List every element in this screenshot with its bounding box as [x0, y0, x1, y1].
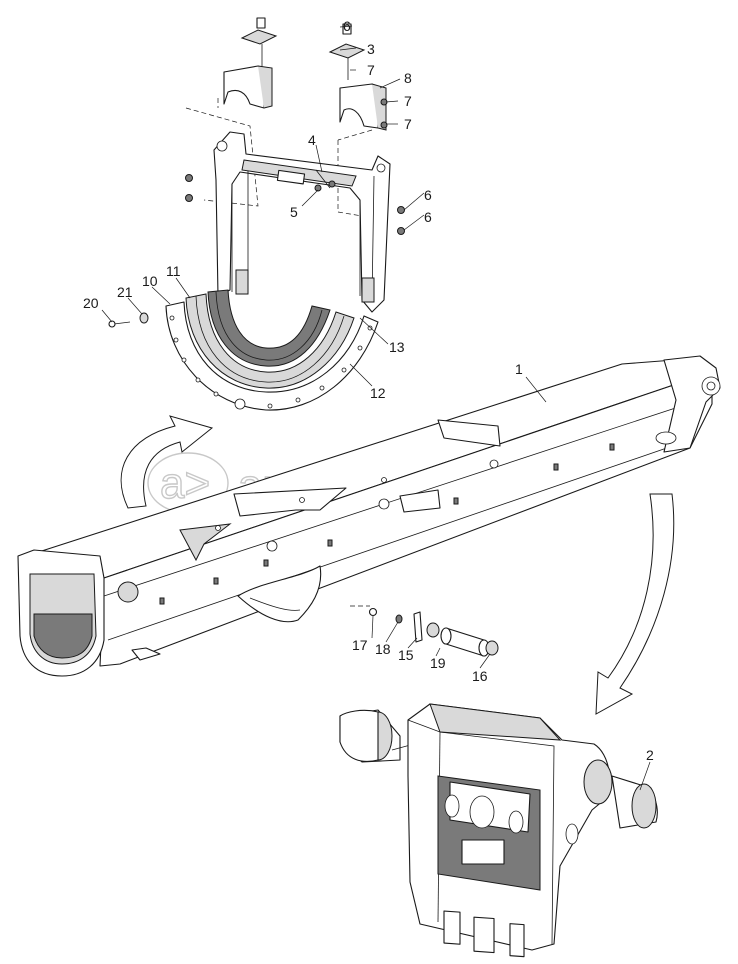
- washer-icon: [139, 312, 149, 324]
- pivot-hole-icon: [701, 376, 721, 396]
- bushing-icon: [631, 783, 657, 829]
- callout-2: 2: [646, 747, 654, 763]
- rotation-arrow-left-icon: [120, 415, 214, 509]
- nut-icon: [380, 121, 388, 129]
- nut-icon: [397, 206, 405, 214]
- callout-3: 3: [367, 41, 375, 57]
- top-bracket-left: [223, 17, 278, 109]
- callout-4: 4: [308, 132, 316, 148]
- callout-12: 12: [370, 385, 386, 401]
- callout-18: 18: [375, 641, 391, 657]
- callout-6: 6: [424, 209, 432, 225]
- callout-8: 8: [404, 70, 412, 86]
- callout-7: 7: [404, 116, 412, 132]
- callout-6: 6: [424, 187, 432, 203]
- callout-17: 17: [352, 637, 368, 653]
- callout-10: 10: [142, 273, 158, 289]
- callout-21: 21: [117, 284, 133, 300]
- ring-icon: [426, 622, 440, 638]
- pin-assembly: [368, 607, 499, 657]
- callout-1: 1: [515, 361, 523, 377]
- callout-11: 11: [166, 263, 181, 279]
- pin-icon: [328, 180, 336, 188]
- bolt-head-icon: [108, 320, 116, 328]
- callout-labels: 6 3 7 8 7 7 4 5 6 6 20 21 10 11 13 12 1 …: [83, 18, 654, 763]
- nut-icon: [185, 174, 193, 182]
- callout-19: 19: [430, 655, 446, 671]
- main-beam: [17, 355, 721, 677]
- callout-7: 7: [367, 62, 375, 78]
- bolt-icon: [342, 23, 352, 35]
- bolt-20: [108, 312, 149, 328]
- callout-15: 15: [398, 647, 414, 663]
- ring-icon: [485, 640, 499, 656]
- plate-icon: [328, 43, 366, 59]
- u-frame: [213, 131, 391, 313]
- callout-16: 16: [472, 668, 488, 684]
- callout-6: 6: [343, 18, 351, 34]
- callout-20: 20: [83, 295, 99, 311]
- pivot-head-detail: [339, 703, 658, 958]
- liner-ring-assembly: [165, 289, 379, 411]
- callout-7: 7: [404, 93, 412, 109]
- callout-13: 13: [389, 339, 405, 355]
- bolt-head-icon: [368, 607, 378, 617]
- plate-icon: [413, 611, 423, 643]
- callout-5: 5: [290, 204, 298, 220]
- rotation-arrow-right-icon: [595, 493, 675, 715]
- bolt-icon: [256, 17, 266, 29]
- mount-hole-icon: [216, 140, 228, 152]
- leader-lines: [101, 25, 651, 791]
- mount-hole-icon: [376, 163, 386, 173]
- top-bracket-right: [328, 23, 388, 131]
- nut-icon: [397, 227, 405, 235]
- nut-icon: [185, 194, 193, 202]
- plate-icon: [240, 29, 278, 45]
- washer-icon: [395, 614, 403, 624]
- pin-icon: [314, 184, 322, 192]
